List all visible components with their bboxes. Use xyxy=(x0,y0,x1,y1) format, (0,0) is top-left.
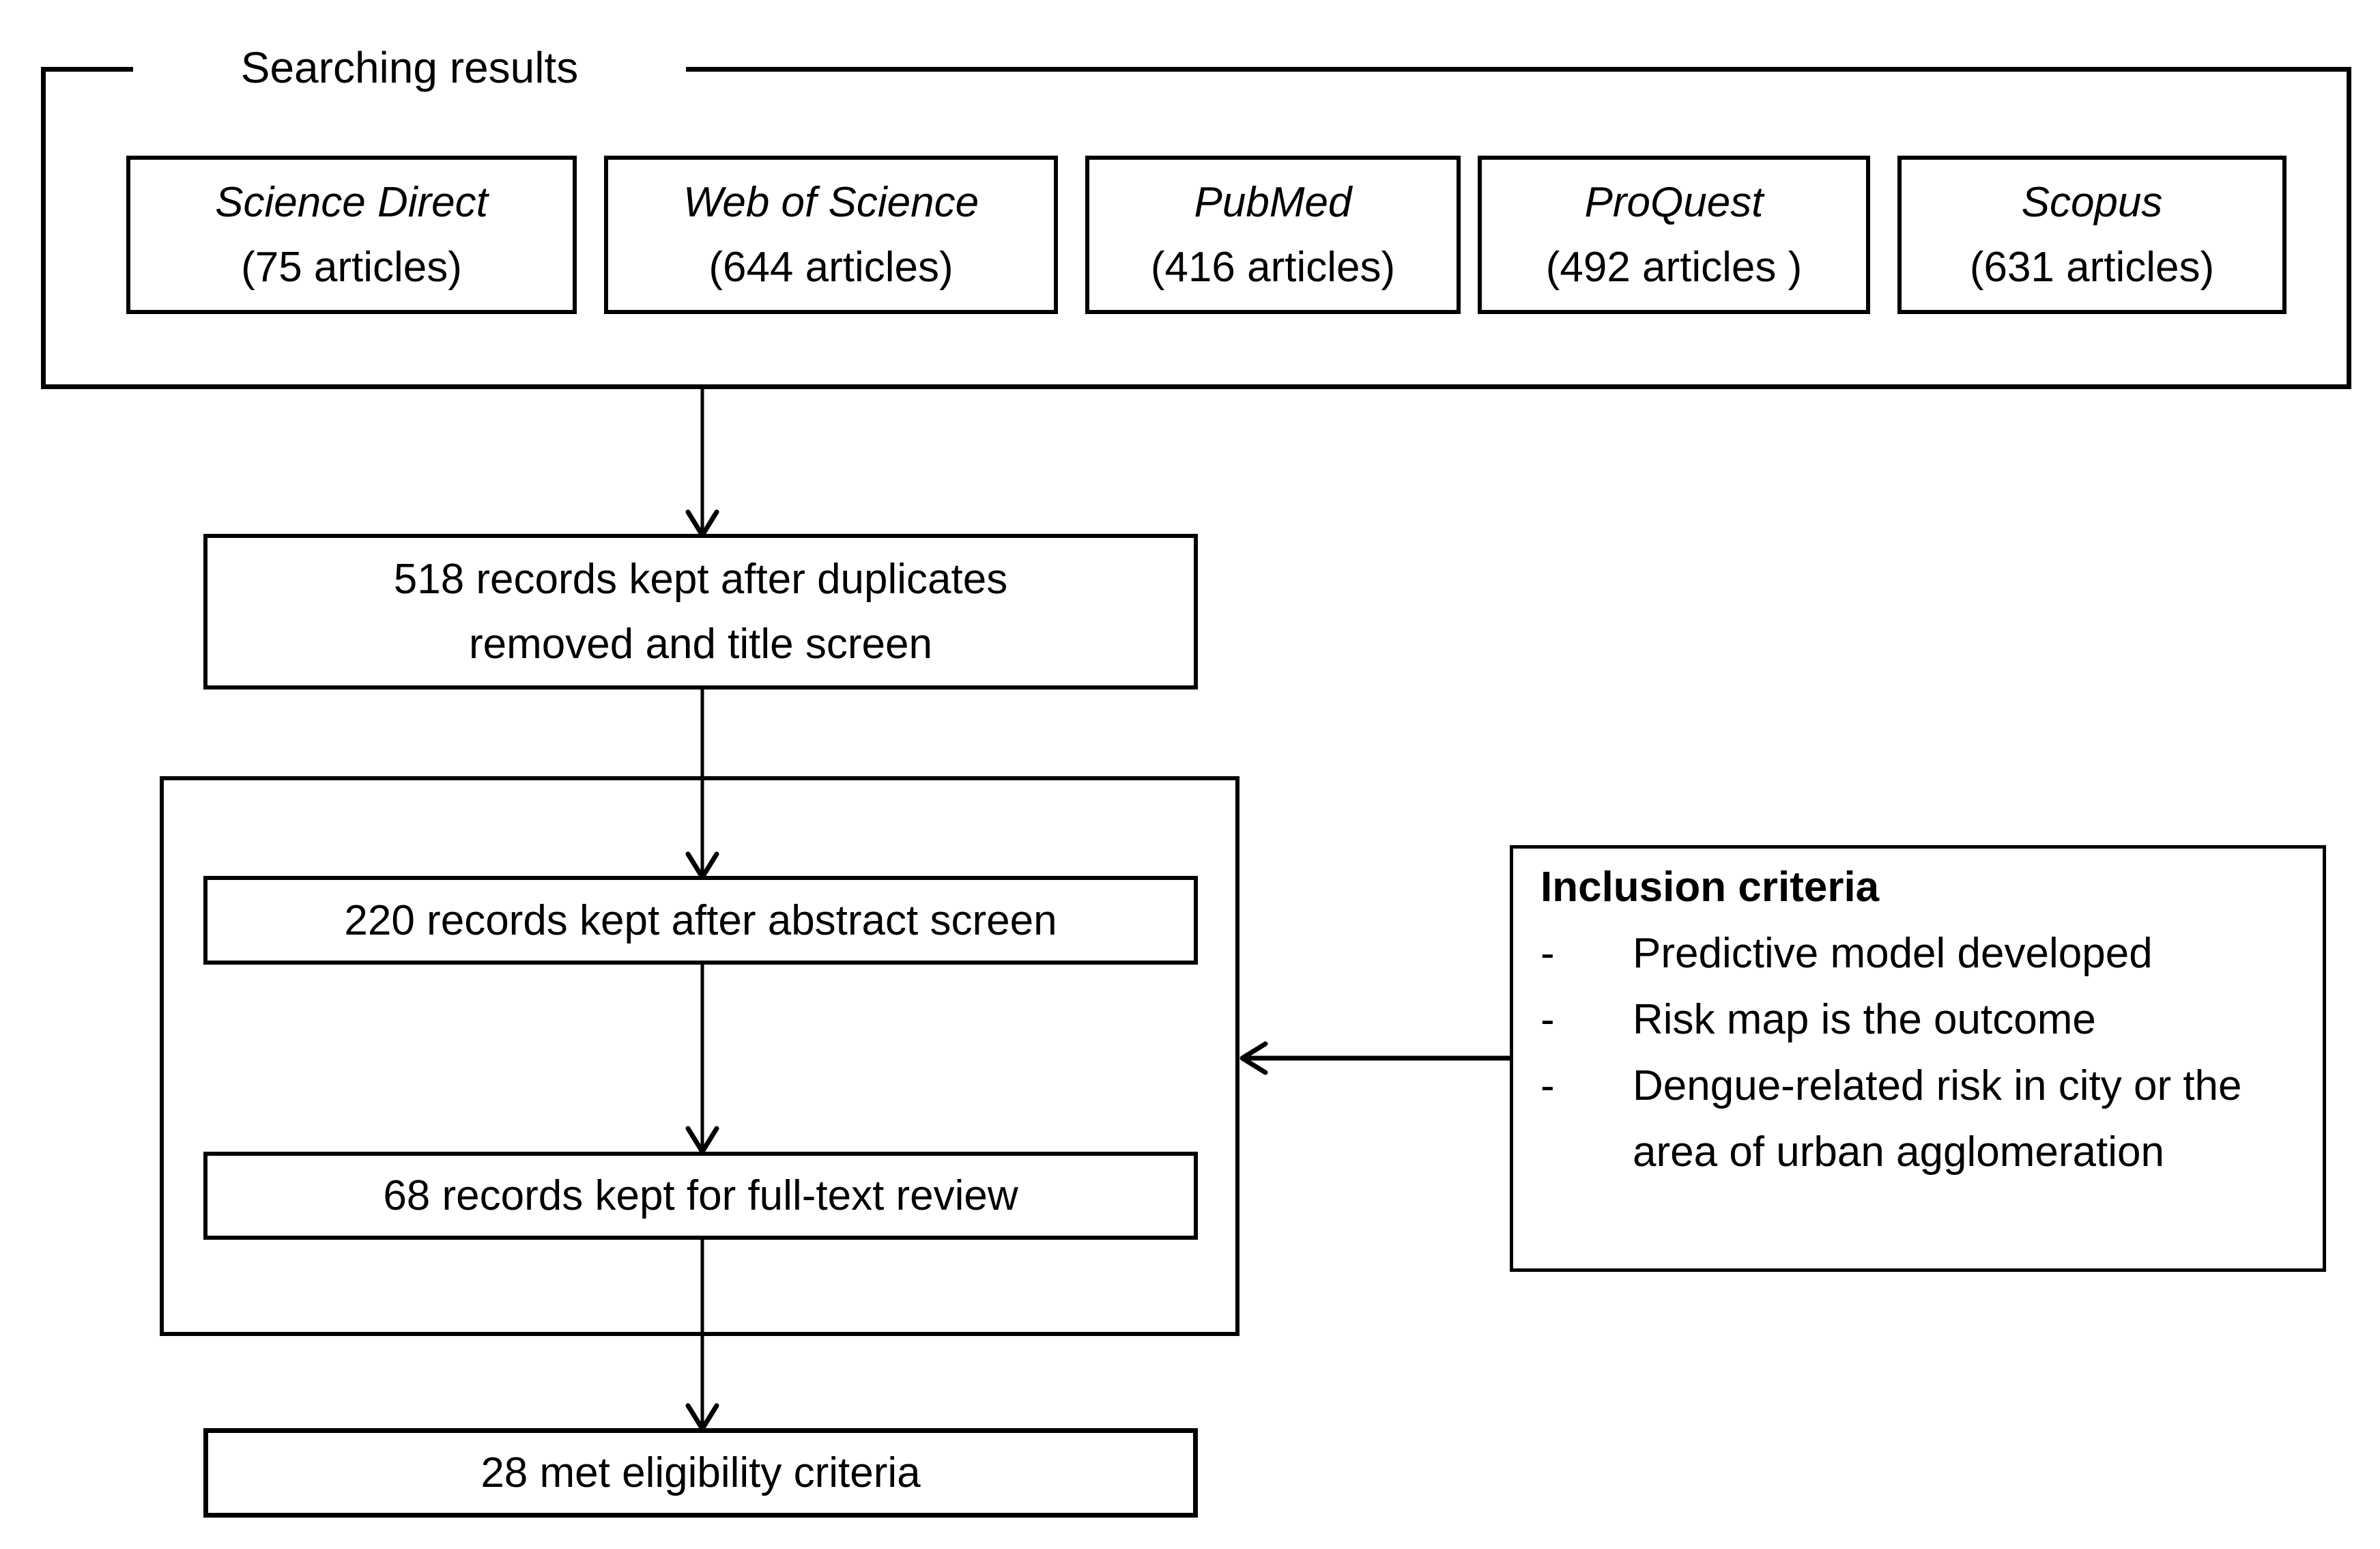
db-count-scopus: (631 articles) xyxy=(1969,244,2215,291)
db-count-web-of-science: (644 articles) xyxy=(708,244,954,291)
db-count-science-direct: (75 articles) xyxy=(241,244,462,291)
db-name-scopus: Scopus xyxy=(2021,179,2163,226)
search-results-group-box xyxy=(41,67,2351,389)
step-duplicates-line1: 518 records kept after duplicates xyxy=(393,556,1008,603)
inclusion-criteria-box: Inclusion criteria - Predictive model de… xyxy=(1510,845,2326,1272)
step-box-duplicates-removed: 518 records kept after duplicates remove… xyxy=(203,534,1198,690)
db-box-pubmed: PubMed (416 articles) xyxy=(1085,156,1461,314)
arrow-inclusion-to-screening xyxy=(1239,1041,1510,1075)
db-box-web-of-science: Web of Science (644 articles) xyxy=(604,156,1058,314)
db-box-scopus: Scopus (631 articles) xyxy=(1897,156,2286,314)
screening-group-box xyxy=(160,776,1239,1336)
db-count-pubmed: (416 articles) xyxy=(1150,244,1396,291)
inclusion-criteria-title: Inclusion criteria xyxy=(1540,864,1880,911)
search-results-group-label: Searching results xyxy=(133,28,686,107)
db-name-proquest: ProQuest xyxy=(1584,179,1764,226)
bullet-dash-icon: - xyxy=(1540,996,1555,1043)
db-name-pubmed: PubMed xyxy=(1194,179,1352,226)
inclusion-bullet-2-text: Risk map is the outcome xyxy=(1633,996,2096,1043)
inclusion-bullet-1-text: Predictive model developed xyxy=(1633,930,2153,977)
inclusion-bullet-3: - Dengue-related risk in city or the are… xyxy=(1540,1053,2306,1185)
db-box-proquest: ProQuest (492 articles ) xyxy=(1478,156,1870,314)
step-box-abstract-screen: 220 records kept after abstract screen xyxy=(203,876,1198,965)
step-abstract-text: 220 records kept after abstract screen xyxy=(344,896,1057,944)
db-count-proquest: (492 articles ) xyxy=(1545,244,1803,291)
inclusion-bullet-2: - Risk map is the outcome xyxy=(1540,986,2306,1053)
inclusion-bullet-3-text: Dengue-related risk in city or the area … xyxy=(1633,1062,2242,1176)
step-duplicates-line2: removed and title screen xyxy=(469,621,932,668)
step-eligible-text: 28 met eligibility criteria xyxy=(481,1449,921,1496)
arrow-search-to-dedup xyxy=(685,386,719,538)
bullet-dash-icon: - xyxy=(1540,930,1555,977)
inclusion-bullet-1: - Predictive model developed xyxy=(1540,920,2306,986)
db-box-science-direct: Science Direct (75 articles) xyxy=(126,156,577,314)
step-box-fulltext-review: 68 records kept for full-text review xyxy=(203,1152,1198,1240)
db-name-science-direct: Science Direct xyxy=(215,179,488,226)
db-name-web-of-science: Web of Science xyxy=(683,179,979,226)
step-fulltext-text: 68 records kept for full-text review xyxy=(383,1172,1018,1219)
bullet-dash-icon: - xyxy=(1540,1062,1555,1109)
step-box-eligibility: 28 met eligibility criteria xyxy=(203,1428,1198,1518)
